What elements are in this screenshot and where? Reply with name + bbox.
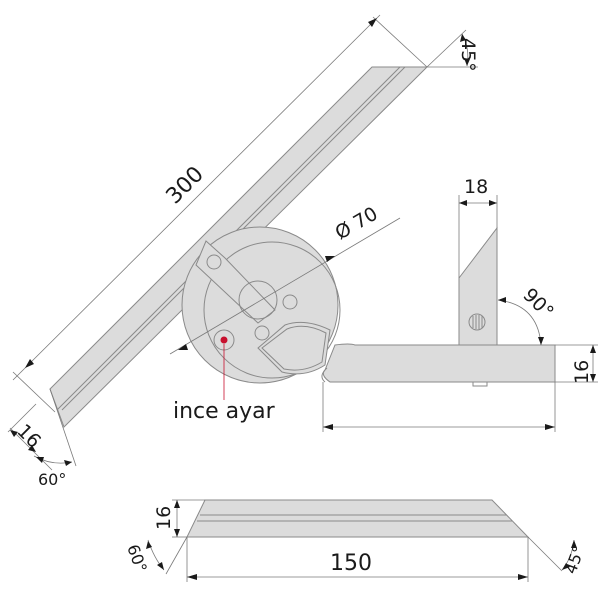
stock-height-dimension xyxy=(555,344,598,383)
square-arm xyxy=(458,226,498,387)
short-blade-left-angle-dimension xyxy=(146,536,188,575)
short-blade-right-angle-label: 45° xyxy=(561,543,589,576)
arm-angle-label: 90° xyxy=(518,284,557,323)
dial-diameter-dimension xyxy=(169,217,401,355)
short-blade-height-label: 16 xyxy=(153,506,175,530)
arm-width-dimension xyxy=(458,195,498,278)
arm-width-label: 18 xyxy=(464,176,488,198)
blade-heel-angle-label: 60° xyxy=(38,470,66,489)
dial-body xyxy=(181,226,556,400)
blade-length-label: 300 xyxy=(162,162,209,209)
dial-diameter-label: Ø 70 xyxy=(332,203,382,245)
short-blade xyxy=(186,499,530,538)
short-blade-length-dimension xyxy=(186,537,529,582)
short-blade-right-angle-dimension xyxy=(527,536,577,572)
blade-tip-angle-dimension xyxy=(426,29,478,68)
blade-width-dimension xyxy=(7,403,53,471)
stock-height-label: 16 xyxy=(571,360,593,384)
blade-length-dimension xyxy=(12,14,428,413)
stock-length-dimension xyxy=(322,382,556,432)
fine-adjust-label: ince ayar xyxy=(173,399,276,424)
arm-angle-dimension xyxy=(497,297,544,346)
fine-adjust-dot xyxy=(220,336,228,344)
blade-width-label: 16 xyxy=(12,420,45,453)
short-blade-length-label: 150 xyxy=(330,551,372,576)
blade-heel-angle-dimension xyxy=(33,388,77,467)
blade-tip-angle-label: 45° xyxy=(457,38,479,72)
short-blade-height-dimension xyxy=(172,499,205,538)
